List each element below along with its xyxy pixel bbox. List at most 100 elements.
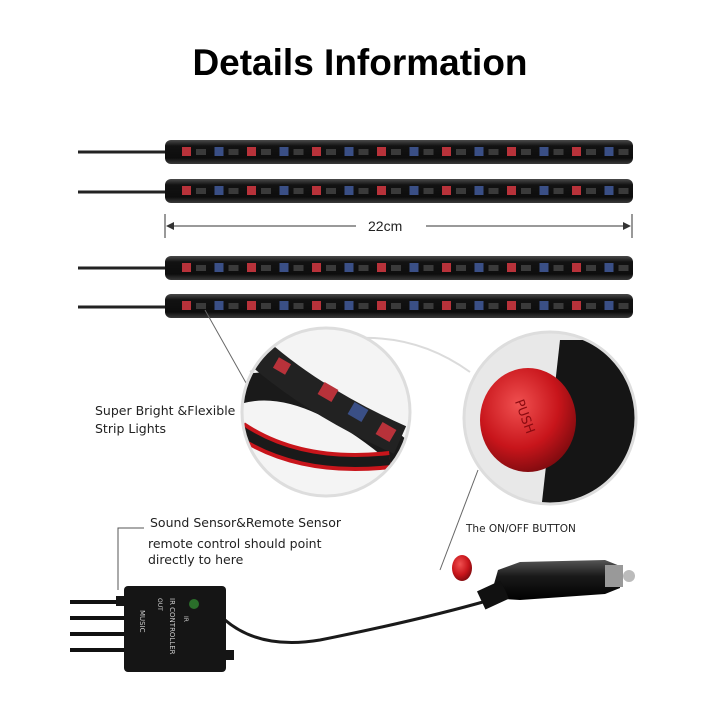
led-strip-2 — [78, 179, 633, 203]
led-chip — [344, 301, 354, 310]
resistor-pad — [456, 265, 466, 271]
resistor-pad — [521, 149, 531, 155]
controller-port-out: OUT — [156, 598, 163, 611]
dimension-label: 22cm — [368, 218, 403, 234]
led-chip — [507, 147, 516, 156]
led-chip — [604, 186, 614, 195]
resistor-pad — [358, 265, 369, 271]
led-chip — [182, 186, 191, 195]
led-strip-1 — [78, 140, 633, 164]
sound-sensor-callout: Sound Sensor&Remote Sensor — [150, 515, 341, 530]
led-chip — [377, 263, 386, 272]
resistor-pad — [293, 265, 304, 271]
resistor-pad — [391, 265, 401, 271]
resistor-pad — [618, 188, 629, 194]
led-chip — [539, 263, 549, 272]
led-chip — [247, 147, 256, 156]
strip-lights-callout: Super Bright &Flexible Strip Lights — [95, 403, 236, 436]
resistor-pad — [456, 303, 466, 309]
led-chip — [377, 147, 386, 156]
led-chip — [442, 186, 451, 195]
resistor-pad — [228, 265, 239, 271]
ir-controller-box: MUSIC IR CONTROLLER OUT IR — [116, 586, 234, 672]
resistor-pad — [423, 303, 434, 309]
resistor-pad — [261, 188, 271, 194]
resistor-pad — [586, 265, 596, 271]
resistor-pad — [228, 188, 239, 194]
controller-brand: MUSIC — [138, 610, 146, 633]
dimension-line — [164, 214, 633, 238]
resistor-pad — [586, 303, 596, 309]
led-row — [182, 263, 629, 272]
onoff-button-callout: The ON/OFF BUTTON — [466, 523, 576, 535]
resistor-pad — [488, 265, 499, 271]
led-chip — [474, 263, 484, 272]
led-chip — [279, 263, 289, 272]
led-chip — [539, 147, 549, 156]
led-chip — [474, 186, 484, 195]
led-strip-group — [78, 140, 633, 318]
led-chip — [344, 263, 354, 272]
led-chip — [409, 263, 419, 272]
led-chip — [474, 301, 484, 310]
led-chip — [572, 301, 581, 310]
resistor-pad — [618, 265, 629, 271]
resistor-pad — [293, 149, 304, 155]
resistor-pad — [196, 303, 206, 309]
strip-zoom-circle — [240, 326, 412, 498]
led-chip — [507, 263, 516, 272]
resistor-pad — [261, 265, 271, 271]
callout-line-sensor — [117, 527, 144, 590]
led-chip — [214, 147, 224, 156]
resistor-pad — [586, 149, 596, 155]
resistor-pad — [423, 265, 434, 271]
led-chip — [507, 301, 516, 310]
resistor-pad — [391, 149, 401, 155]
resistor-pad — [358, 303, 369, 309]
resistor-pad — [228, 149, 239, 155]
led-chip — [247, 301, 256, 310]
resistor-pad — [553, 265, 564, 271]
led-chip — [247, 263, 256, 272]
led-chip — [279, 147, 289, 156]
resistor-pad — [456, 188, 466, 194]
remote-hint-callout: remote control should point directly to … — [148, 536, 322, 567]
led-chip — [409, 186, 419, 195]
led-chip — [377, 301, 386, 310]
resistor-pad — [358, 149, 369, 155]
wire-bundle — [70, 600, 125, 652]
led-chip — [442, 301, 451, 310]
led-chip — [312, 263, 321, 272]
led-chip — [312, 186, 321, 195]
led-row — [182, 147, 629, 156]
led-chip — [442, 147, 451, 156]
resistor-pad — [488, 303, 499, 309]
resistor-pad — [488, 149, 499, 155]
led-chip — [182, 263, 191, 272]
led-chip — [572, 147, 581, 156]
led-chip — [474, 147, 484, 156]
resistor-pad — [521, 188, 531, 194]
page-title: Details Information — [192, 42, 528, 83]
led-chip — [214, 263, 224, 272]
led-chip — [279, 186, 289, 195]
resistor-pad — [553, 303, 564, 309]
button-zoom-circle: PUSH — [462, 330, 638, 506]
resistor-pad — [196, 265, 206, 271]
led-chip — [312, 147, 321, 156]
led-chip — [214, 186, 224, 195]
resistor-pad — [618, 303, 629, 309]
led-chip — [604, 263, 614, 272]
led-chip — [604, 301, 614, 310]
led-chip — [344, 147, 354, 156]
resistor-pad — [326, 303, 336, 309]
resistor-pad — [618, 149, 629, 155]
resistor-pad — [293, 188, 304, 194]
resistor-pad — [196, 188, 206, 194]
controller-port-ir: IR — [182, 616, 189, 622]
resistor-pad — [521, 303, 531, 309]
resistor-pad — [391, 303, 401, 309]
resistor-pad — [423, 188, 434, 194]
resistor-pad — [261, 149, 271, 155]
onoff-button-icon — [452, 555, 472, 581]
